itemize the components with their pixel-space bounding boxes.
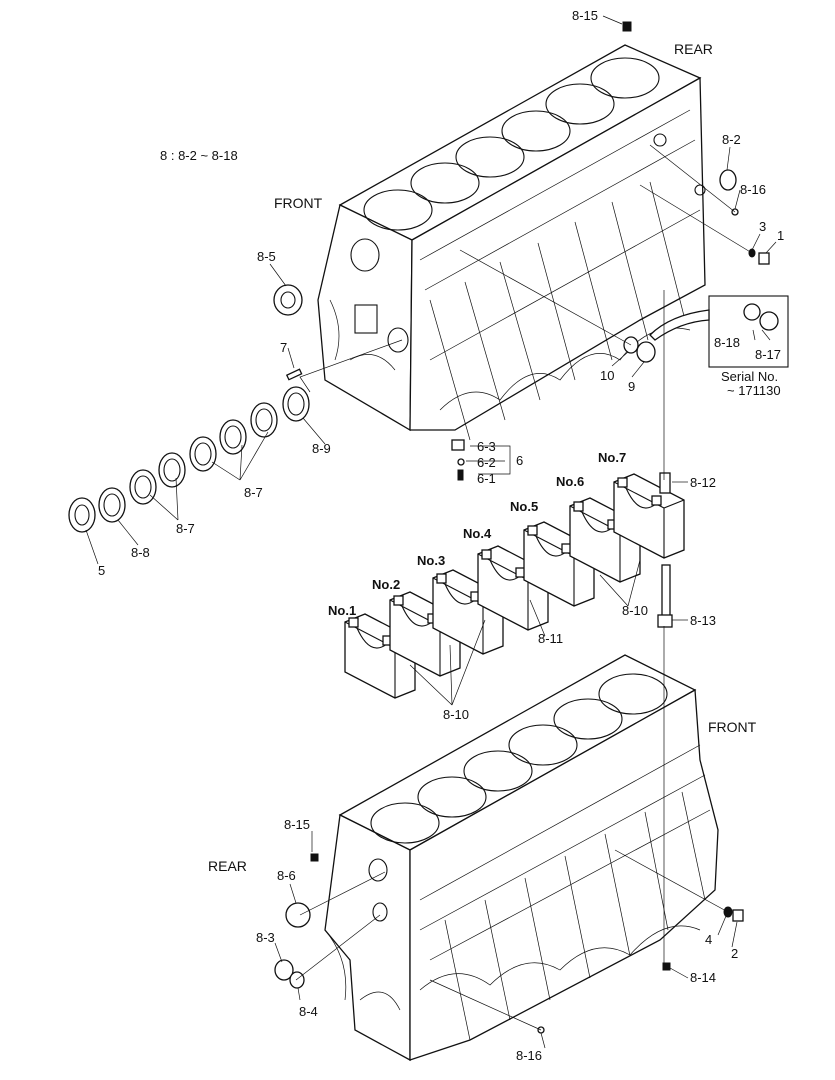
label-1: 1 (777, 228, 784, 243)
main-bearing-caps (344, 473, 685, 699)
label-2: 2 (731, 946, 738, 961)
label-6-2: 6-2 (477, 455, 496, 470)
small-parts (68, 21, 770, 1034)
label-8-15-bottom: 8-15 (284, 817, 310, 832)
label-note: 8 : 8-2 ~ 8-18 (160, 148, 238, 163)
label-8-8: 8-8 (131, 545, 150, 560)
leader-lines (85, 15, 777, 1049)
label-8-16-bottom: 8-16 (516, 1048, 542, 1063)
lower-cylinder-block (324, 654, 719, 1062)
label-8-16-top: 8-16 (740, 182, 766, 197)
label-no7: No.7 (598, 450, 626, 465)
upper-cylinder-block (317, 44, 706, 441)
part-labels: 8-15 REAR 8 : 8-2 ~ 8-18 8-2 8-16 FRONT … (98, 8, 784, 1063)
label-serial-line2: ~ 171130 (727, 383, 781, 398)
label-8-3: 8-3 (256, 930, 275, 945)
label-8-10b: 8-10 (443, 707, 469, 722)
label-rear-bottom: REAR (208, 858, 247, 874)
label-no1: No.1 (328, 603, 356, 618)
label-8-15-top: 8-15 (572, 8, 598, 23)
label-7: 7 (280, 340, 287, 355)
label-8-11: 8-11 (538, 631, 563, 646)
label-8-14: 8-14 (690, 970, 716, 985)
label-no5: No.5 (510, 499, 538, 514)
label-no3: No.3 (417, 553, 445, 568)
label-8-2: 8-2 (722, 132, 741, 147)
label-8-4: 8-4 (299, 1004, 318, 1019)
label-8-12: 8-12 (690, 475, 716, 490)
label-8-18: 8-18 (714, 335, 740, 350)
label-6-1: 6-1 (477, 471, 496, 486)
label-no6: No.6 (556, 474, 584, 489)
label-8-6: 8-6 (277, 868, 296, 883)
label-5: 5 (98, 563, 105, 578)
main-bearing-shells (98, 386, 310, 523)
label-8-13: 8-13 (690, 613, 716, 628)
label-no2: No.2 (372, 577, 400, 592)
label-9: 9 (628, 379, 635, 394)
label-6: 6 (516, 453, 523, 468)
label-8-7a: 8-7 (244, 485, 263, 500)
label-no4: No.4 (463, 526, 492, 541)
label-4: 4 (705, 932, 712, 947)
label-10: 10 (600, 368, 614, 383)
label-serial-line1: Serial No. (721, 369, 778, 384)
label-rear-top: REAR (674, 41, 713, 57)
label-8-17: 8-17 (755, 347, 781, 362)
label-3: 3 (759, 219, 766, 234)
label-front-bottom: FRONT (708, 719, 757, 735)
label-8-10a: 8-10 (622, 603, 648, 618)
label-8-9: 8-9 (312, 441, 331, 456)
label-8-5: 8-5 (257, 249, 276, 264)
label-front-top: FRONT (274, 195, 323, 211)
label-6-3: 6-3 (477, 439, 496, 454)
label-8-7b: 8-7 (176, 521, 195, 536)
serial-inset (649, 295, 789, 368)
